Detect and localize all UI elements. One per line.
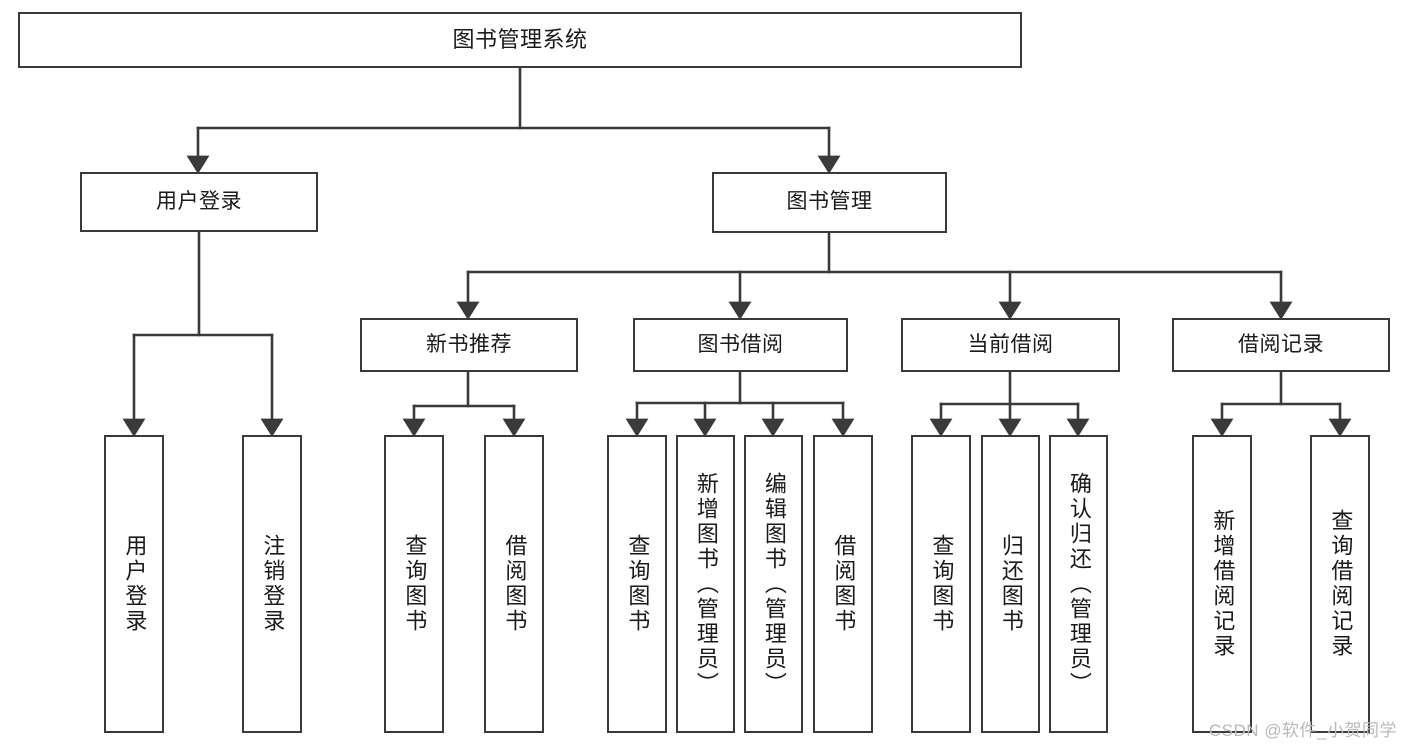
- node-leaf-edit-book-admin[interactable]: 编辑图书（管理员）: [744, 435, 803, 733]
- node-new-book-recommendation[interactable]: 新书推荐: [360, 318, 578, 372]
- node-label: 注销登录: [260, 534, 286, 634]
- node-leaf-return-book[interactable]: 归还图书: [981, 435, 1040, 733]
- node-label: 归还图书: [998, 534, 1024, 634]
- node-label: 借阅图书: [831, 534, 857, 634]
- node-current-borrow[interactable]: 当前借阅: [901, 318, 1120, 372]
- node-leaf-user-logout[interactable]: 注销登录: [242, 435, 302, 733]
- node-leaf-borrow-book-rec[interactable]: 借阅图书: [484, 435, 544, 733]
- node-leaf-confirm-return-admin[interactable]: 确认归还（管理员）: [1049, 435, 1108, 733]
- csdn-watermark: CSDN @软件_小贺同学: [1208, 721, 1397, 740]
- node-label: 查询图书: [929, 534, 955, 634]
- node-label: 用户登录: [122, 534, 148, 634]
- node-label: 图书借阅: [697, 332, 784, 356]
- node-label: 编辑图书（管理员）: [761, 471, 787, 697]
- node-label: 图书管理: [786, 190, 873, 214]
- node-label: 新书推荐: [426, 332, 512, 356]
- node-label: 图书管理系统: [452, 27, 588, 53]
- node-borrow-record[interactable]: 借阅记录: [1172, 318, 1390, 372]
- node-leaf-query-borrow-record[interactable]: 查询借阅记录: [1310, 435, 1370, 733]
- node-leaf-query-book-current[interactable]: 查询图书: [911, 435, 971, 733]
- node-leaf-add-book-admin[interactable]: 新增图书（管理员）: [676, 435, 735, 733]
- node-label: 确认归还（管理员）: [1066, 471, 1092, 697]
- node-label: 查询图书: [402, 534, 428, 634]
- node-book-borrow[interactable]: 图书借阅: [633, 318, 848, 372]
- node-leaf-add-borrow-record[interactable]: 新增借阅记录: [1192, 435, 1252, 733]
- node-label: 借阅记录: [1238, 332, 1324, 356]
- node-leaf-query-book-borrow[interactable]: 查询图书: [607, 435, 667, 733]
- node-user-login[interactable]: 用户登录: [80, 172, 318, 232]
- node-label: 用户登录: [156, 189, 242, 213]
- node-label: 新增借阅记录: [1210, 509, 1236, 659]
- node-label: 查询借阅记录: [1328, 509, 1354, 659]
- node-leaf-borrow-book[interactable]: 借阅图书: [813, 435, 873, 733]
- node-leaf-user-login[interactable]: 用户登录: [104, 435, 164, 733]
- node-label: 查询图书: [625, 534, 651, 634]
- node-label: 当前借阅: [967, 332, 1054, 356]
- node-book-management[interactable]: 图书管理: [712, 172, 947, 233]
- node-leaf-query-book-rec[interactable]: 查询图书: [384, 435, 444, 733]
- node-label: 新增图书（管理员）: [693, 471, 719, 697]
- node-label: 借阅图书: [502, 534, 528, 634]
- node-root-book-management-system[interactable]: 图书管理系统: [18, 12, 1022, 68]
